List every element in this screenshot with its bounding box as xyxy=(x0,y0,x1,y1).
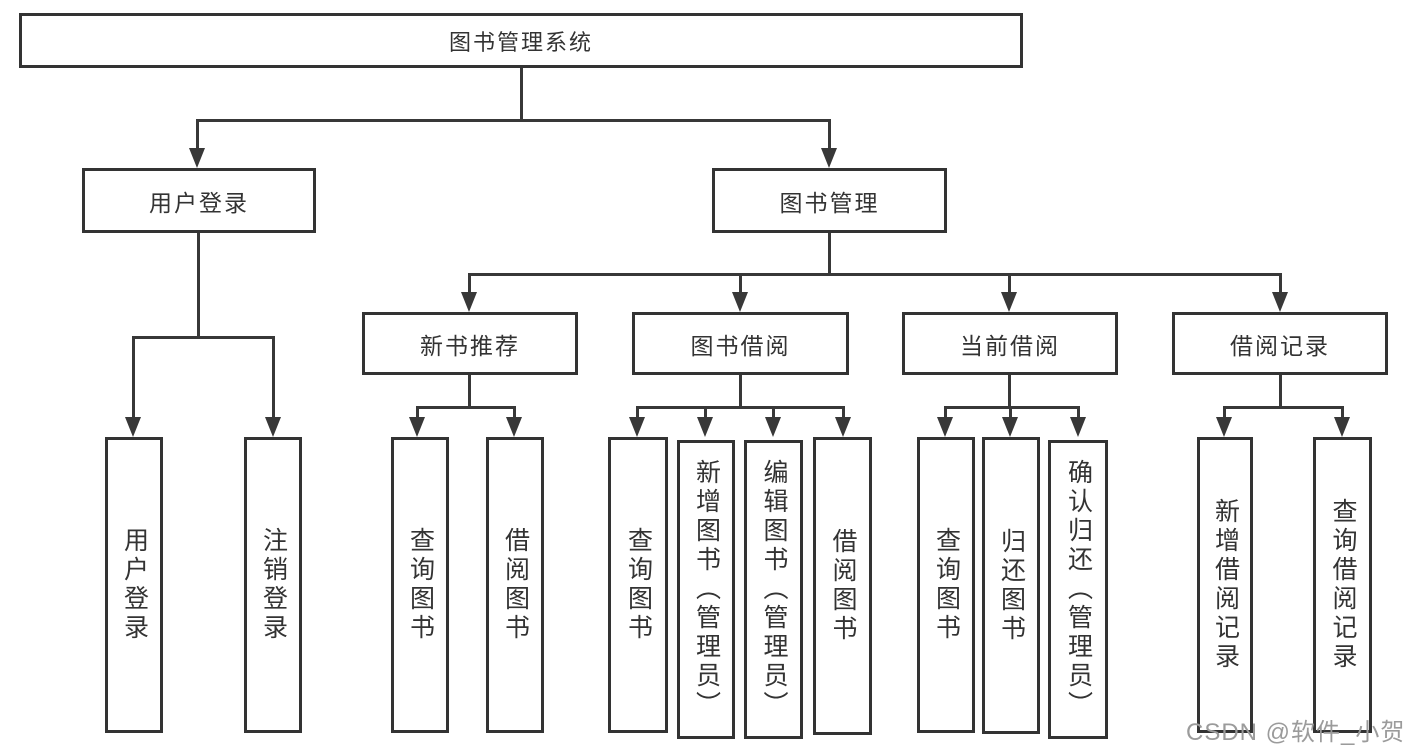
connector-drop xyxy=(842,406,845,421)
node-label: 新书推荐 xyxy=(420,332,520,359)
connector-drop xyxy=(1008,273,1011,296)
node-leaf-query-borrow-record: 查询借阅记录 xyxy=(1313,437,1372,733)
node-label: 借阅图书 xyxy=(829,528,857,644)
node-leaf-query-book-1: 查询图书 xyxy=(391,437,449,733)
connector-level2-rail xyxy=(196,119,831,122)
node-label: 用户登录 xyxy=(120,527,149,643)
arrow-down-icon xyxy=(821,148,837,168)
arrow-down-icon xyxy=(1272,292,1288,312)
node-book-management: 图书管理 xyxy=(712,168,947,233)
node-label: 借阅记录 xyxy=(1230,332,1330,359)
node-leaf-confirm-return-admin: 确认归还（管理员） xyxy=(1048,440,1108,739)
node-leaf-borrow-book-1: 借阅图书 xyxy=(486,437,544,733)
arrow-down-icon xyxy=(629,417,645,437)
connector-rec-stem xyxy=(468,373,471,409)
arrow-down-icon xyxy=(506,417,522,437)
node-label: 查询图书 xyxy=(406,527,435,643)
connector-current-rail xyxy=(944,406,1080,409)
arrow-down-icon xyxy=(1002,417,1018,437)
connector-rec-rail xyxy=(416,406,516,409)
node-label: 查询图书 xyxy=(932,527,961,643)
node-leaf-add-book-admin: 新增图书（管理员） xyxy=(677,440,735,739)
node-current-borrowing: 当前借阅 xyxy=(902,312,1118,375)
connector-drop xyxy=(772,406,775,421)
node-label: 注销登录 xyxy=(259,527,288,643)
node-leaf-add-borrow-record: 新增借阅记录 xyxy=(1197,437,1253,733)
node-leaf-return-book: 归还图书 xyxy=(982,437,1040,734)
connector-drop xyxy=(272,336,275,421)
connector-drop xyxy=(1279,273,1282,296)
node-leaf-logout: 注销登录 xyxy=(244,437,302,733)
arrow-down-icon xyxy=(409,417,425,437)
node-label: 新增借阅记录 xyxy=(1211,498,1240,672)
node-label: 归还图书 xyxy=(997,527,1026,644)
node-leaf-query-book-3: 查询图书 xyxy=(917,437,975,733)
arrow-down-icon xyxy=(732,292,748,312)
arrow-down-icon xyxy=(265,417,281,437)
arrow-down-icon xyxy=(125,417,141,437)
connector-drop xyxy=(1077,406,1080,421)
arrow-down-icon xyxy=(765,417,781,437)
node-user-login: 用户登录 xyxy=(82,168,316,233)
connector-book-mgmt-drop xyxy=(828,119,831,152)
arrow-down-icon xyxy=(937,417,953,437)
connector-drop xyxy=(636,406,639,421)
node-label: 用户登录 xyxy=(149,189,249,216)
connector-drop xyxy=(739,273,742,296)
connector-drop xyxy=(1223,406,1226,421)
node-label: 图书管理 xyxy=(779,189,880,216)
arrow-down-icon xyxy=(461,292,477,312)
node-borrow-records: 借阅记录 xyxy=(1172,312,1388,375)
node-label: 编辑图书（管理员） xyxy=(760,459,788,720)
node-leaf-edit-book-admin: 编辑图书（管理员） xyxy=(744,440,803,739)
connector-drop xyxy=(513,406,516,421)
node-leaf-borrow-book-2: 借阅图书 xyxy=(813,437,872,735)
connector-user-login-drop xyxy=(196,119,199,152)
arrow-down-icon xyxy=(1070,417,1086,437)
connector-book-mgmt-stem xyxy=(828,232,831,276)
connector-root-stem xyxy=(520,67,523,121)
node-book-borrowing: 图书借阅 xyxy=(632,312,849,375)
node-label: 确认归还（管理员） xyxy=(1064,459,1093,720)
connector-user-login-stem xyxy=(197,232,200,338)
csdn-watermark: CSDN @软件_小贺同学 xyxy=(1186,719,1405,746)
arrow-down-icon xyxy=(1334,417,1350,437)
connector-drop xyxy=(132,336,135,421)
connector-level3-rail xyxy=(468,273,1282,276)
connector-drop xyxy=(1009,406,1012,421)
arrow-down-icon xyxy=(835,417,851,437)
node-label: 新增图书（管理员） xyxy=(692,459,721,720)
connector-user-login-rail xyxy=(132,336,275,339)
arrow-down-icon xyxy=(189,148,205,168)
connector-records-stem xyxy=(1279,373,1282,409)
node-label: 图书借阅 xyxy=(690,332,791,359)
node-leaf-user-login: 用户登录 xyxy=(105,437,163,733)
node-root-system: 图书管理系统 xyxy=(19,13,1023,68)
connector-borrow-stem xyxy=(739,373,742,409)
node-label: 查询图书 xyxy=(624,527,653,643)
connector-records-rail xyxy=(1223,406,1344,409)
node-new-book-recommend: 新书推荐 xyxy=(362,312,578,375)
node-label: 当前借阅 xyxy=(960,332,1060,359)
node-leaf-query-book-2: 查询图书 xyxy=(608,437,668,733)
connector-drop xyxy=(1341,406,1344,421)
connector-drop xyxy=(944,406,947,421)
arrow-down-icon xyxy=(1216,417,1232,437)
connector-borrow-rail xyxy=(636,406,845,409)
connector-drop xyxy=(704,406,707,421)
node-label: 借阅图书 xyxy=(501,527,530,643)
connector-drop xyxy=(468,273,471,296)
connector-drop xyxy=(416,406,419,421)
arrow-down-icon xyxy=(697,417,713,437)
arrow-down-icon xyxy=(1001,292,1017,312)
node-label: 图书管理系统 xyxy=(448,29,593,55)
connector-current-stem xyxy=(1008,373,1011,409)
node-label: 查询借阅记录 xyxy=(1329,498,1357,672)
